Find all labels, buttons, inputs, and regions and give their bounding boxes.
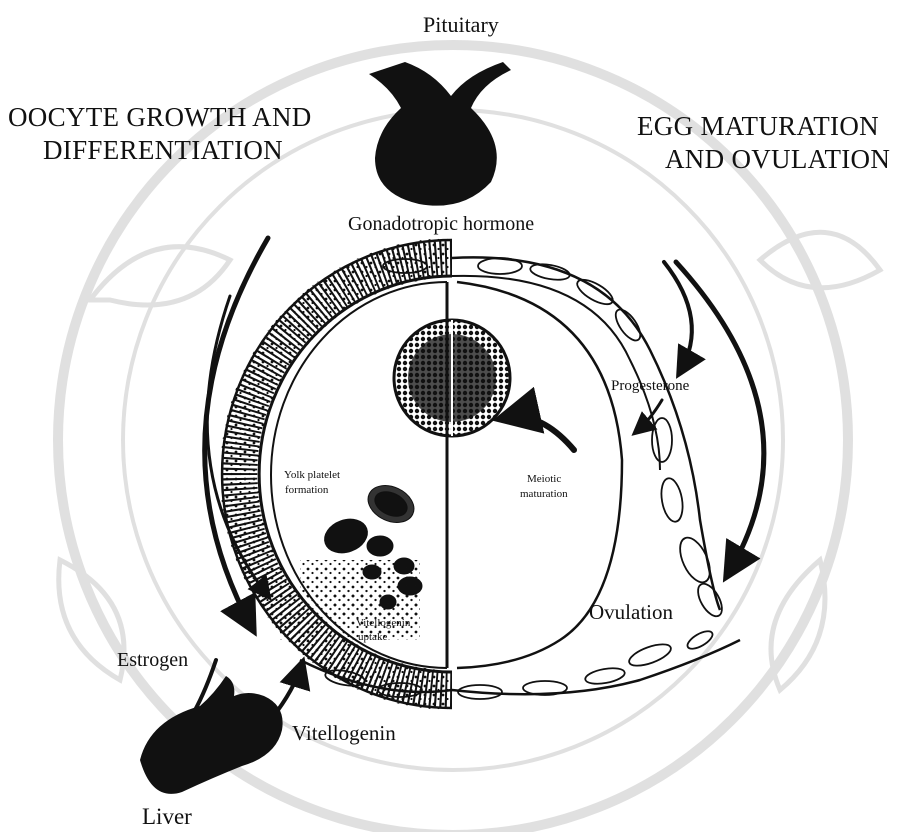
liver-icon <box>140 676 283 794</box>
estrogen-label: Estrogen <box>117 650 188 670</box>
meiotic-maturation-label-line1: Meiotic <box>527 473 561 486</box>
oocyte-growth-heading-line2: DIFFERENTIATION <box>43 137 283 164</box>
vitellogenin-uptake-label-line1: Vitellogenin <box>356 617 410 630</box>
pituitary-gland-icon <box>369 62 511 206</box>
vitellogenin-uptake-label-line2: uptake <box>358 631 387 644</box>
meiotic-maturation-label-line2: maturation <box>520 488 568 501</box>
vitellogenin-label: Vitellogenin <box>292 723 396 744</box>
yolk-platelet-label-line1: Yolk platelet <box>284 469 340 482</box>
arrows <box>194 238 764 718</box>
yolk-platelets <box>280 478 422 640</box>
yolk-platelet-label-line2: formation <box>285 484 328 497</box>
progesterone-label: Progesterone <box>611 379 689 394</box>
ovulation-label: Ovulation <box>589 602 673 623</box>
egg-maturation-heading-line1: EGG MATURATION <box>637 113 879 140</box>
liver-label: Liver <box>142 805 192 828</box>
gonadotropic-hormone-label: Gonadotropic hormone <box>348 214 534 234</box>
arrow-meiotic <box>504 417 574 450</box>
egg-maturation-heading-line2: AND OVULATION <box>665 146 890 173</box>
pituitary-label: Pituitary <box>423 14 499 36</box>
nucleus-icon <box>394 320 510 436</box>
oocyte-growth-heading-line1: OOCYTE GROWTH AND <box>8 104 312 131</box>
